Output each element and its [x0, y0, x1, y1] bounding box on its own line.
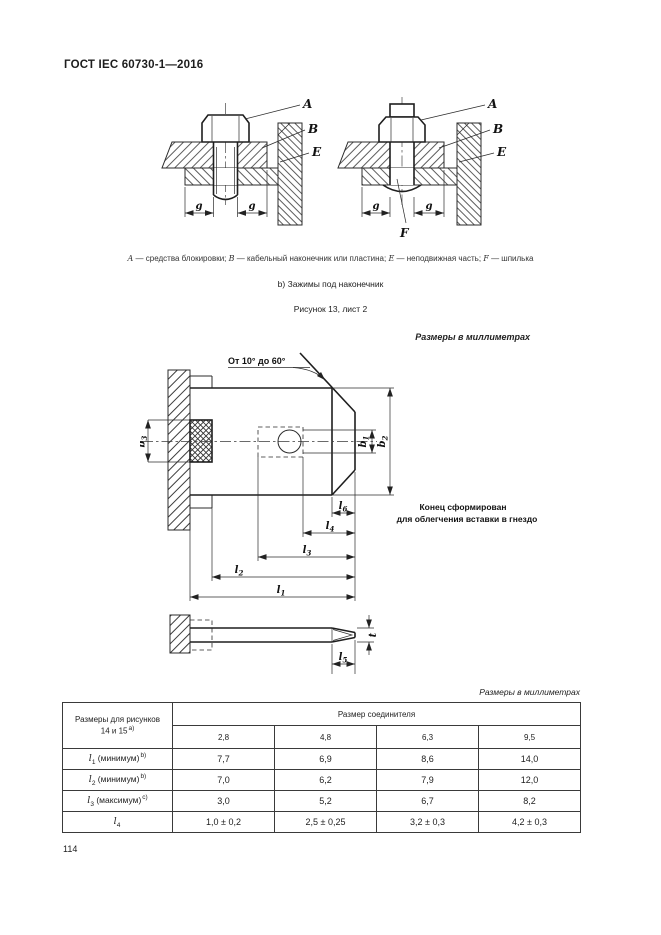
- dimensions-table: Размеры для рисунков 14 и 15a) Размер со…: [62, 702, 581, 833]
- value-cell: 14,0: [478, 748, 581, 770]
- size-col-header: 2,8: [172, 725, 275, 749]
- value-cell: 7,0: [172, 769, 275, 791]
- figure13-caption: Рисунок 13, лист 2: [293, 304, 368, 314]
- dim-l6-label: l6: [339, 501, 348, 514]
- row-label: l4: [62, 811, 173, 833]
- page-number: 114: [63, 844, 78, 854]
- dim-t-label: t: [368, 632, 379, 637]
- legend-symbol: E: [388, 254, 395, 263]
- value-cell: 12,0: [478, 769, 581, 791]
- table-row: l4 1,0 ± 0,2 2,5 ± 0,25 3,2 ± 0,3 4,2 ± …: [62, 811, 581, 833]
- figure13-subcaption: b) Зажимы под наконечник: [277, 279, 384, 289]
- dim-l3-label: l3: [303, 545, 312, 558]
- dim-g-label: g: [373, 201, 380, 212]
- doc-header: ГОСТ IEC 60730-1—2016: [64, 59, 204, 71]
- table-row: l1 (минимум)b) 7,7 6,9 8,6 14,0: [62, 748, 581, 770]
- hex-nut: [378, 116, 426, 143]
- value-cell: 6,7: [376, 790, 479, 812]
- dim-b3-label: b3: [140, 435, 149, 447]
- label-B: B: [307, 122, 318, 136]
- row-label: l3 (максимум)c): [62, 790, 173, 812]
- wall-section: [167, 369, 191, 531]
- dim-b1-label: b1: [358, 436, 371, 448]
- stud-clamp-right: g g: [337, 97, 495, 226]
- value-cell: 7,9: [376, 769, 479, 791]
- value-cell: 3,2 ± 0,3: [376, 811, 479, 833]
- dim-g-label: g: [249, 201, 256, 212]
- group-header: Размер соединителя: [172, 702, 581, 726]
- legend-symbol: B: [228, 254, 235, 263]
- value-cell: 6,2: [274, 769, 377, 791]
- angle-note: От 10° до 60°: [228, 356, 286, 366]
- dim-l2-label: l2: [235, 565, 244, 578]
- label-E: E: [311, 145, 322, 159]
- value-cell: 4,2 ± 0,3: [478, 811, 581, 833]
- legend-symbol: A: [127, 254, 134, 263]
- label-F: F: [399, 226, 410, 240]
- size-col-header: 6,3: [376, 725, 479, 749]
- legend-symbol: F: [483, 254, 489, 263]
- value-cell: 8,2: [478, 790, 581, 812]
- figure13-drawing: g g A B E: [161, 97, 507, 240]
- dim-g-label: g: [426, 201, 433, 212]
- table-units-note: Размеры в миллиметрах: [479, 687, 580, 697]
- value-cell: 8,6: [376, 748, 479, 770]
- figure14-drawing: От 10° до 60° b3 b1 b2 Конец сформирован…: [140, 352, 538, 674]
- dim-l4-label: l4: [326, 521, 335, 534]
- detent-window: [257, 426, 304, 458]
- crimp-block: [189, 419, 213, 463]
- tab-top-view: От 10° до 60° b3 b1 b2 Конец сформирован…: [140, 352, 538, 601]
- value-cell: 7,7: [172, 748, 275, 770]
- label-A: A: [487, 97, 497, 111]
- dim-g-label: g: [196, 201, 203, 212]
- size-col-header: 4,8: [274, 725, 377, 749]
- value-cell: 6,9: [274, 748, 377, 770]
- stud-end: [389, 103, 415, 118]
- label-B: B: [492, 122, 503, 136]
- corner-header: Размеры для рисунков 14 и 15a): [62, 702, 173, 749]
- end-note-line2: для облегчения вставки в гнездо: [397, 514, 538, 524]
- wall-section: [169, 614, 191, 654]
- value-cell: 2,5 ± 0,25: [274, 811, 377, 833]
- figure13-legend: A — средства блокировки; B — кабельный н…: [127, 254, 534, 263]
- dim-b2-label: b2: [377, 435, 390, 447]
- row-label: l1 (минимум)b): [62, 748, 173, 770]
- label-E: E: [496, 145, 507, 159]
- value-cell: 1,0 ± 0,2: [172, 811, 275, 833]
- hidden-flange: [189, 619, 213, 651]
- value-cell: 5,2: [274, 790, 377, 812]
- screw-clamp-left: g g: [161, 103, 310, 226]
- dim-l1-label: l1: [277, 585, 286, 598]
- value-cell: 3,0: [172, 790, 275, 812]
- table-row: l3 (максимум)c) 3,0 5,2 6,7 8,2: [62, 790, 581, 812]
- label-A: A: [302, 97, 312, 111]
- detent-hole: [277, 429, 302, 454]
- figure14-units-note: Размеры в миллиметрах: [415, 332, 530, 342]
- end-note-line1: Конец сформирован: [419, 502, 506, 512]
- tab-side-view: t l5: [169, 614, 379, 674]
- table-row: l2 (минимум)b) 7,0 6,2 7,9 12,0: [62, 769, 581, 791]
- dim-l5-label: l5: [339, 652, 348, 665]
- size-col-header: 9,5: [478, 725, 581, 749]
- hex-head: [201, 114, 250, 143]
- row-label: l2 (минимум)b): [62, 769, 173, 791]
